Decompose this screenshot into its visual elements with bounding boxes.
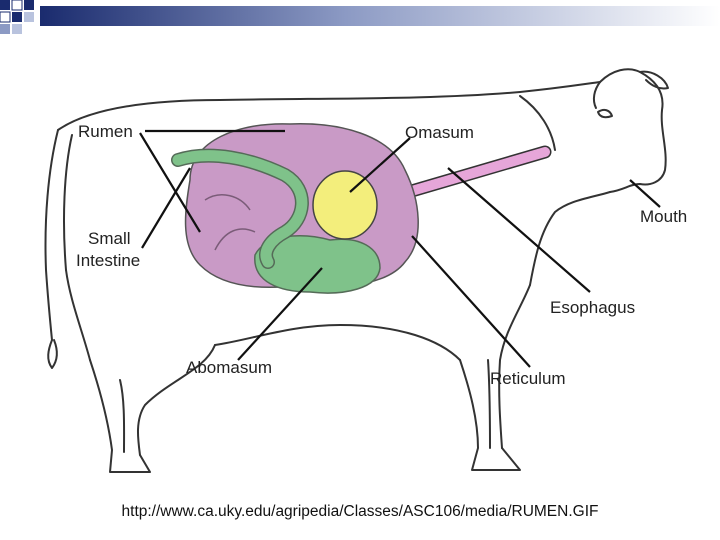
label-omasum: Omasum xyxy=(405,123,474,142)
label-small-intestine-1: Small xyxy=(88,229,131,248)
label-rumen: Rumen xyxy=(78,122,133,141)
label-mouth: Mouth xyxy=(640,207,687,226)
label-small-intestine-2: Intestine xyxy=(76,251,140,270)
omasum-shape xyxy=(313,171,377,239)
label-abomasum: Abomasum xyxy=(186,358,272,377)
source-url-caption: http://www.ca.uky.edu/agripedia/Classes/… xyxy=(0,503,720,521)
label-esophagus: Esophagus xyxy=(550,298,635,317)
label-reticulum: Reticulum xyxy=(490,369,566,388)
